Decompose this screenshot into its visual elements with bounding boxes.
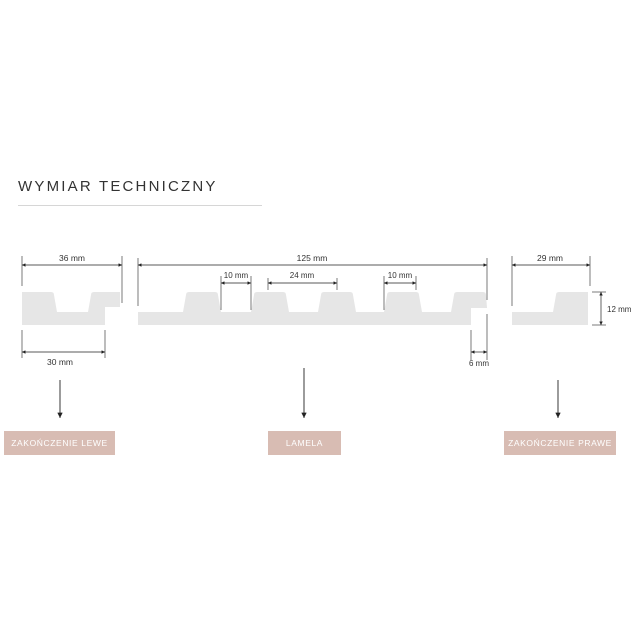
- right-end-profile: [512, 292, 588, 325]
- left-bottom-dim-label: 30 mm: [47, 357, 73, 367]
- center-top-dim-label: 125 mm: [297, 253, 328, 263]
- left-end-profile: [22, 292, 120, 325]
- rib-dim-label: 24 mm: [290, 271, 315, 280]
- left-top-dim-label: 36 mm: [59, 253, 85, 263]
- label-lamela: LAMELA: [268, 431, 341, 455]
- tongue-dim-label: 6 mm: [469, 359, 489, 368]
- title-divider: [18, 205, 262, 206]
- right-height-dim-label: 12 mm: [607, 305, 632, 314]
- page-title: WYMIAR TECHNICZNY: [18, 178, 218, 195]
- right-top-dim-label: 29 mm: [537, 253, 563, 263]
- label-right-end: ZAKOŃCZENIE PRAWE: [504, 431, 616, 455]
- lamela-profile: [138, 292, 487, 325]
- gap-right-dim-label: 10 mm: [388, 271, 413, 280]
- label-left-end: ZAKOŃCZENIE LEWE: [4, 431, 115, 455]
- gap-left-dim-label: 10 mm: [224, 271, 249, 280]
